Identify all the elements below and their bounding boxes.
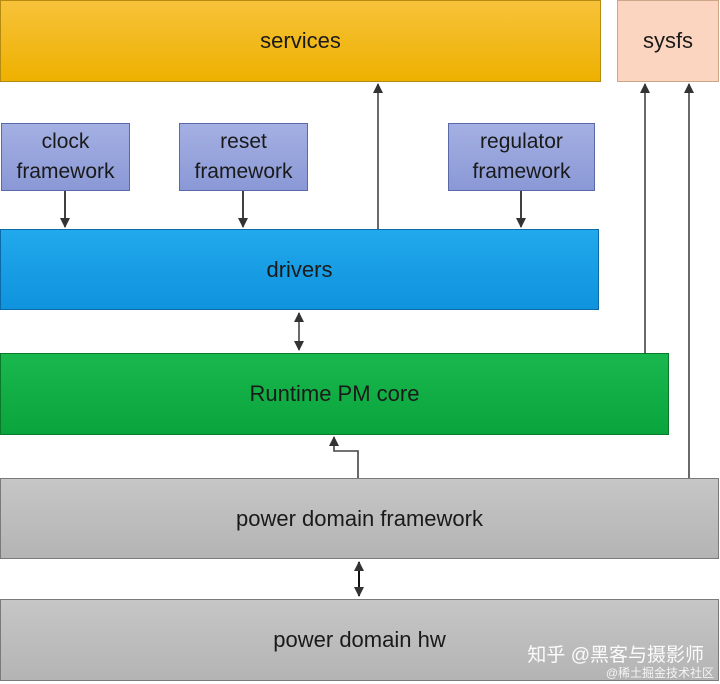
runtime-pm-core-label: Runtime PM core xyxy=(249,381,420,406)
regulator-framework-label: regulator framework xyxy=(472,130,571,183)
clock-framework-box: clock framework xyxy=(1,123,130,191)
services-label: services xyxy=(260,28,341,53)
power-domain-framework-label: power domain framework xyxy=(236,505,483,531)
reset-framework-box: reset framework xyxy=(179,123,308,191)
services-box: services xyxy=(0,0,601,82)
watermark: 知乎 @黑客与摄影师 @稀土掘金技术社区 xyxy=(503,640,718,680)
power-domain-hw-label: power domain hw xyxy=(273,627,446,652)
watermark-line1: 知乎 @黑客与摄影师 xyxy=(527,645,704,666)
regulator-framework-box: regulator framework xyxy=(448,123,595,191)
sysfs-label: sysfs xyxy=(642,28,694,53)
power-domain-hw-box: power domain hw xyxy=(0,599,719,681)
power-domain-framework-box: power domain framework xyxy=(0,478,719,559)
runtime-pm-core-box: Runtime PM core xyxy=(0,353,669,435)
drivers-box: drivers xyxy=(0,229,599,310)
drivers-label: drivers xyxy=(266,256,333,282)
clock-framework-label: clock framework xyxy=(16,130,115,183)
arrow-pdf-to-runtime xyxy=(329,436,359,478)
sysfs-box: sysfs xyxy=(617,0,719,82)
reset-framework-label: reset framework xyxy=(194,130,293,183)
watermark-line2: @稀土掘金技术社区 xyxy=(605,666,714,680)
